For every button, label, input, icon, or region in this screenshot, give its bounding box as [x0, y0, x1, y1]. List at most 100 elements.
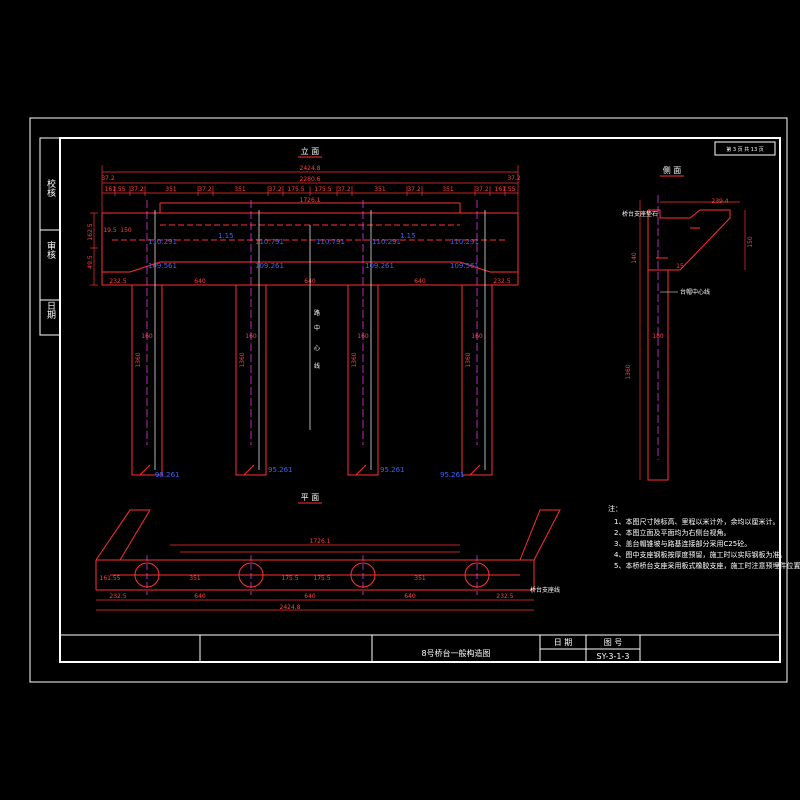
side-section-view: 侧 面 239.4 150 140 15 180 1360 桥台支座垫石 台帽中…: [622, 165, 754, 481]
elev-cap-dim-1: 640: [194, 278, 206, 285]
elev-pier-h-0: 1360: [135, 352, 142, 367]
elev-pier-h-1: 1360: [239, 352, 246, 367]
elev-dim-15: 37.2: [507, 175, 521, 182]
section-title: 侧 面: [663, 165, 682, 175]
elev-cap-dim-3: 640: [414, 278, 426, 285]
elev-dim-4: 37.2: [198, 186, 212, 193]
inner-frame: [59, 137, 781, 663]
elev-dim-11: 37.2: [407, 186, 421, 193]
notes-heading: 注：: [608, 505, 622, 513]
level-6: 109.261: [255, 262, 284, 270]
plan-small-dim-3: 175.5: [313, 575, 330, 582]
elev-dim-0: 37.2: [101, 175, 115, 182]
center-label-3: 线: [314, 362, 320, 370]
plan-dim-4: 232.5: [496, 593, 513, 600]
level-5: 109.561: [148, 262, 177, 270]
center-label-0: 路: [314, 309, 320, 317]
plan-overall-width: 2424.8: [280, 604, 301, 611]
elev-dim-6: 37.2: [268, 186, 282, 193]
section-label-1: 台帽中心线: [680, 288, 710, 296]
elevation-view: 立 面 2424.8 2280.6 37.2: [87, 146, 521, 479]
section-dim-4: 180: [652, 333, 664, 340]
level-12: 95.261: [440, 471, 465, 479]
plan-view: 平 面 1726.1 161.55 35: [95, 493, 561, 611]
notes-block: 注： 1、本图尺寸除标高、里程以米计外，余均以厘米计。 2、本图立面及平面均为右…: [608, 504, 800, 572]
plan-dim-3: 640: [404, 593, 416, 600]
drawing-no: SY-3-1-3: [597, 652, 630, 661]
section-dim-3: 15: [676, 263, 684, 270]
plan-small-dim-1: 351: [189, 575, 201, 582]
level-10: 95.261: [268, 466, 293, 474]
elev-dim-14: 161.55: [495, 186, 516, 193]
slope-1: 1.15: [400, 232, 416, 240]
elev-pier-dia-1: 160: [245, 333, 257, 340]
elev-dim-10: 351: [374, 186, 386, 193]
level-0: 110.291: [148, 238, 177, 246]
page-info: 第 3 页 共 13 页: [726, 146, 764, 153]
plan-dim-0: 232.5: [109, 593, 126, 600]
outer-frame: [29, 117, 788, 683]
elev-side-dim-1: 49.5: [87, 255, 94, 269]
side-strip: [39, 137, 61, 336]
note-item: 5、本桥桥台支座采用板式橡胶支座，施工时注意预埋件位置。: [614, 562, 800, 570]
plan-title: 平 面: [301, 493, 320, 502]
elev-pier-h-3: 1360: [465, 352, 472, 367]
date-label: 日 期: [554, 638, 573, 647]
elev-pier-h-2: 1360: [351, 352, 358, 367]
elev-dim-2: 37.2: [130, 186, 144, 193]
elev-inner-width: 2280.6: [300, 176, 321, 183]
elev-cap-dim-4: 232.5: [493, 278, 510, 285]
plan-dim-2: 640: [304, 593, 316, 600]
elev-dim-1: 161.55: [105, 186, 126, 193]
level-1: 110.791: [255, 238, 284, 246]
side-label-date: 日期: [45, 301, 56, 320]
level-9: 95.261: [155, 471, 180, 479]
elev-dim-7: 175.5: [287, 186, 304, 193]
level-3: 110.291: [372, 238, 401, 246]
plan-small-dim-2: 175.5: [281, 575, 298, 582]
level-11: 95.261: [380, 466, 405, 474]
section-dim-1: 150: [747, 236, 754, 248]
side-label-check: 校核: [45, 178, 56, 198]
level-4: 110.291: [450, 238, 479, 246]
level-7: 109.261: [365, 262, 394, 270]
section-label-0: 桥台支座垫石: [622, 210, 658, 218]
note-item: 3、盖台帽锥坡与路基连接部分采用C25砼。: [614, 540, 752, 548]
elev-side-dim-2: 19.5: [103, 227, 117, 234]
elev-overall-width: 2424.8: [300, 165, 321, 172]
page-info-box: [714, 141, 776, 156]
slope-0: 1.15: [218, 232, 234, 240]
elev-pier-dia-3: 160: [471, 333, 483, 340]
elev-beam-length: 1726.1: [300, 197, 321, 204]
section-dim-2: 140: [631, 252, 638, 264]
elev-dim-12: 351: [442, 186, 454, 193]
elev-pier-dia-0: 160: [141, 333, 153, 340]
elev-side-dim-3: 150: [120, 227, 132, 234]
note-item: 4、图中支座钢板按厚度预留，施工时以实际钢板为准。: [614, 551, 787, 559]
elev-dim-8: 175.5: [314, 186, 331, 193]
elev-cap-dim-0: 232.5: [109, 278, 126, 285]
plan-small-dim-4: 351: [414, 575, 426, 582]
center-label-1: 中: [314, 324, 320, 332]
center-label-2: 心: [314, 345, 320, 352]
note-item: 2、本图立面及平面均为右侧台视角。: [614, 529, 731, 537]
plan-label: 桥台支座线: [530, 586, 560, 594]
section-dim-0: 239.4: [711, 198, 728, 205]
note-item: 1、本图尺寸除标高、里程以米计外，余均以厘米计。: [614, 518, 780, 526]
elev-dim-5: 351: [234, 186, 246, 193]
plan-beam-length: 1726.1: [310, 538, 331, 545]
elev-side-dim-0: 162.5: [87, 223, 94, 240]
drawing-title: 8号桥台一般构造图: [421, 648, 490, 658]
level-8: 109.561: [450, 262, 479, 270]
plan-dim-1: 640: [194, 593, 206, 600]
drawing-no-label: 图 号: [604, 638, 623, 647]
elevation-title: 立 面: [301, 146, 320, 156]
side-label-review: 审核: [45, 240, 56, 260]
plan-small-dim-0: 161.55: [100, 575, 121, 582]
elev-dim-9: 37.2: [337, 186, 351, 193]
level-2: 110.791: [316, 238, 345, 246]
section-dim-5: 1360: [625, 364, 632, 379]
elev-dim-3: 351: [165, 186, 177, 193]
elev-pier-dia-2: 160: [357, 333, 369, 340]
